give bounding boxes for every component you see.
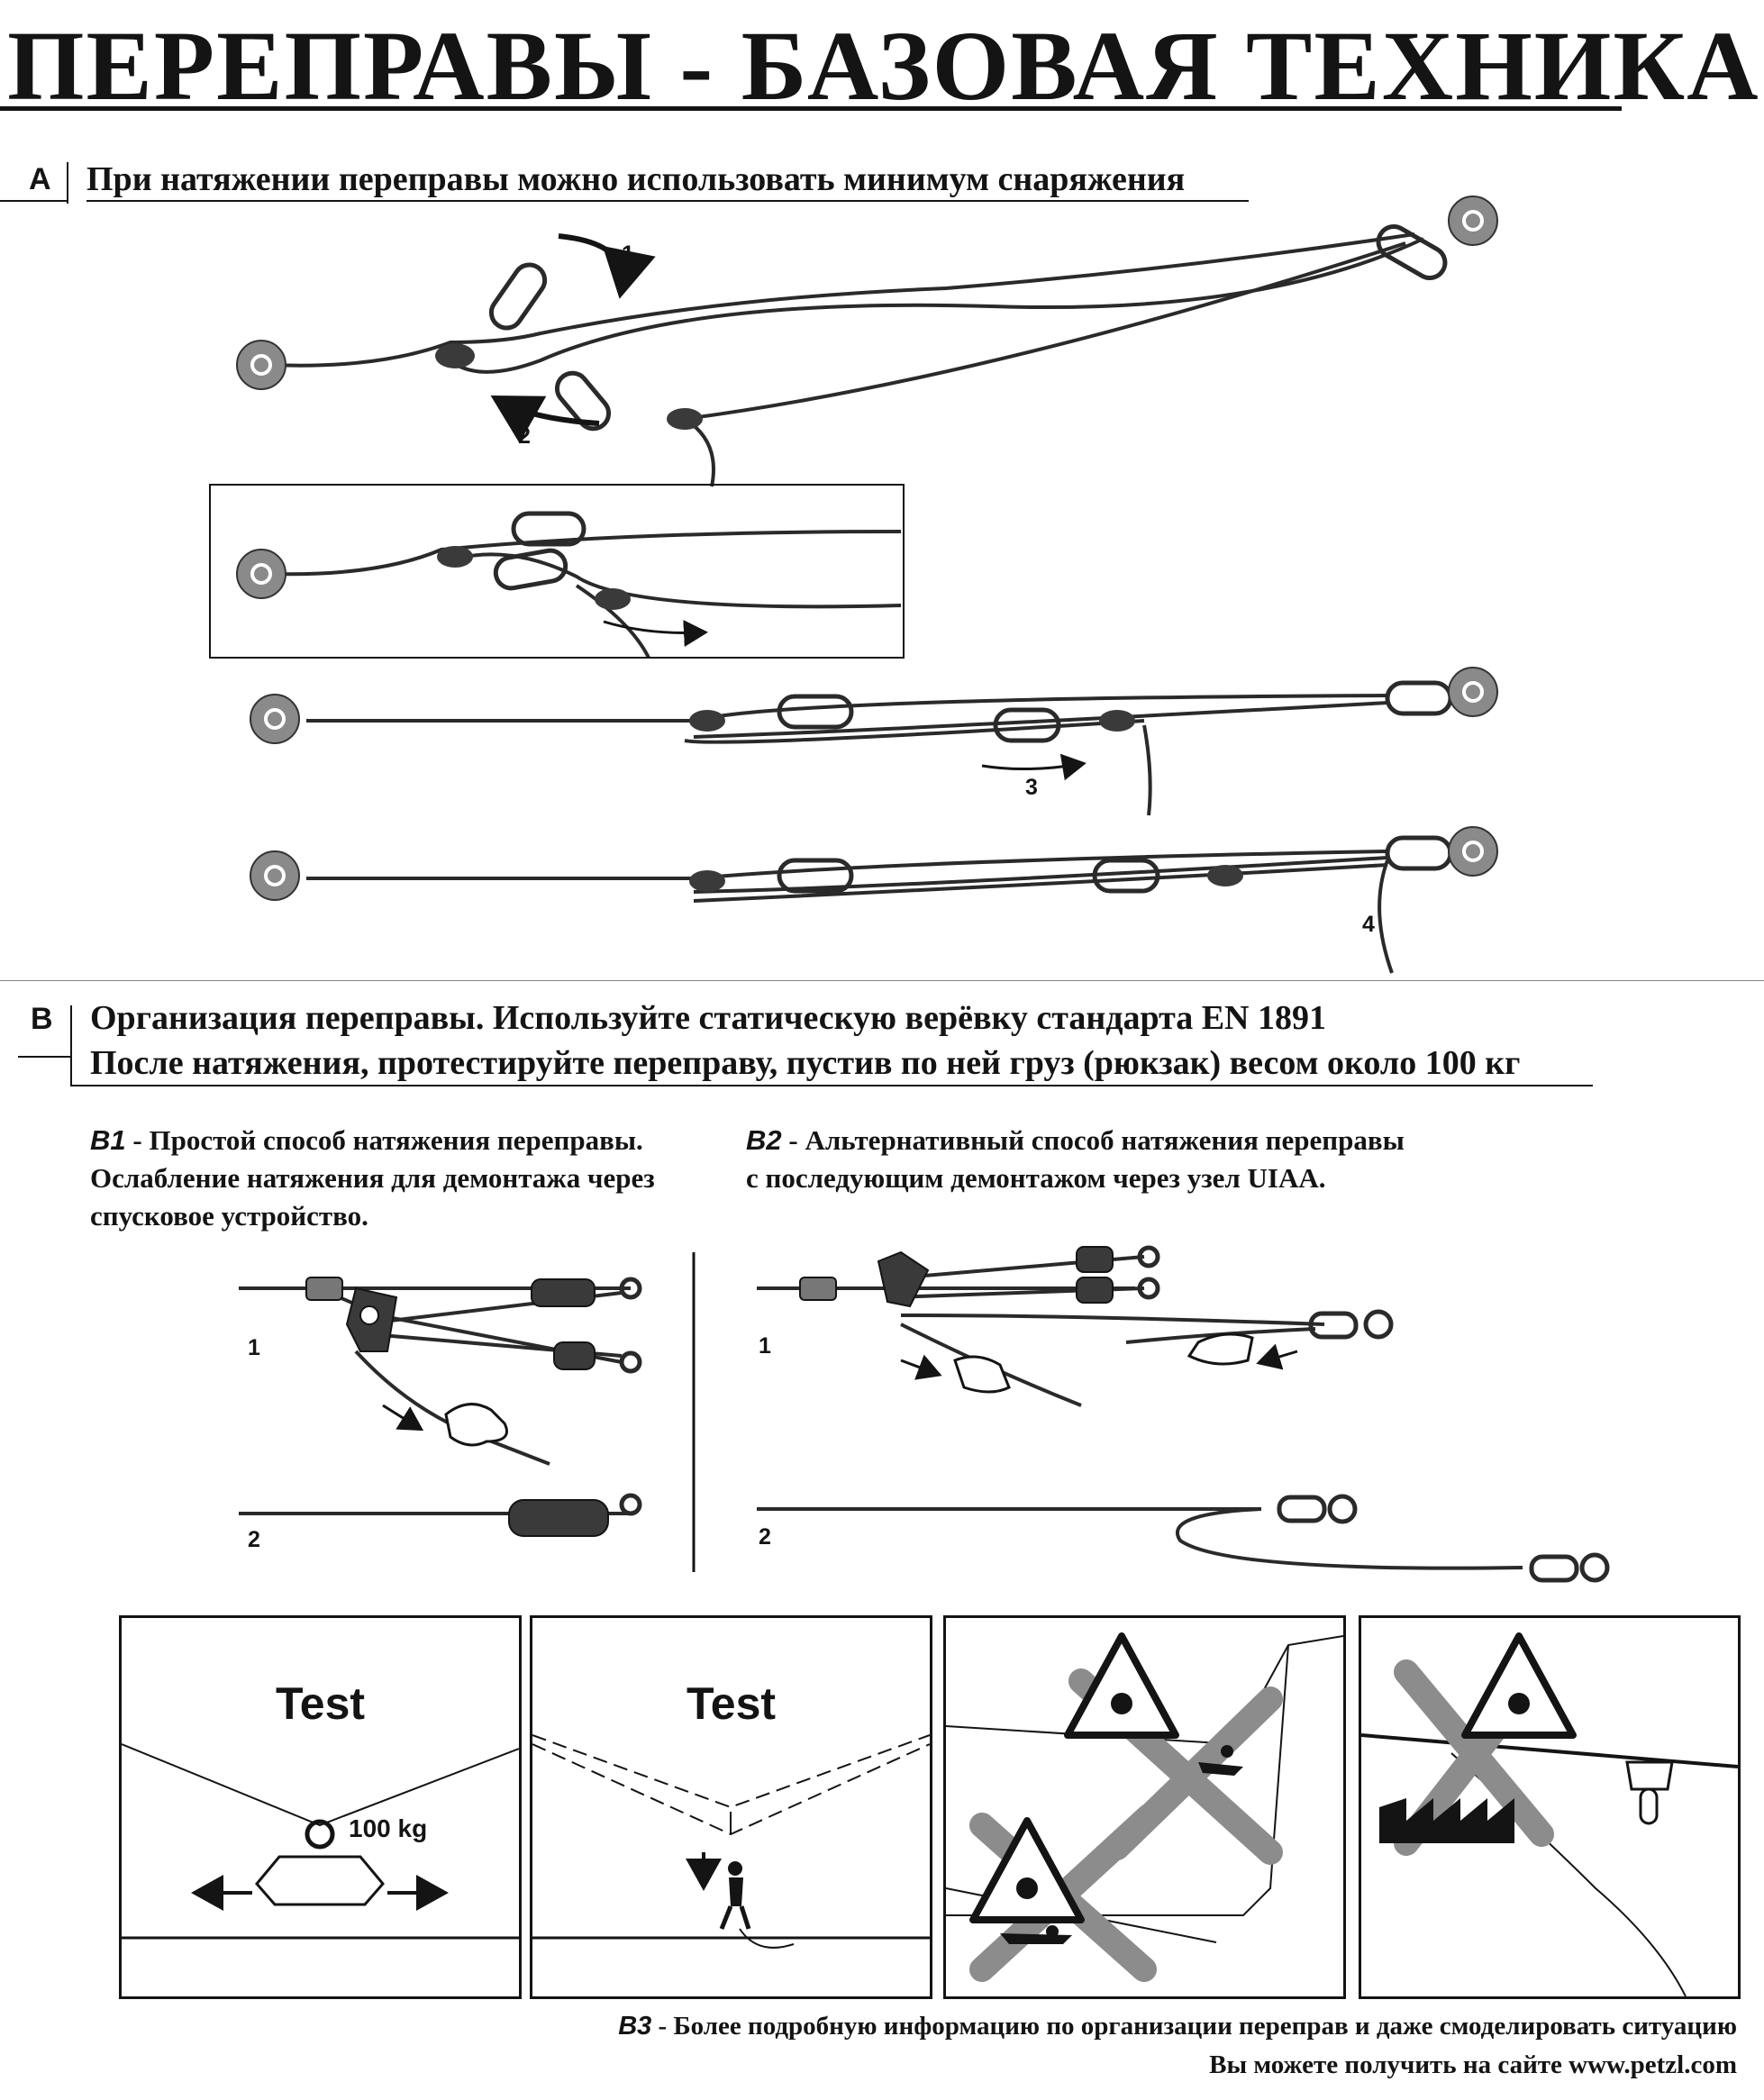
weight-icon <box>255 1855 385 1906</box>
danger-warning-icon <box>1461 1632 1577 1739</box>
pulley-icon <box>1625 1760 1674 1825</box>
test-panel-weight: Test 100 kg <box>119 1615 522 1999</box>
section-a-letter: A <box>29 162 51 196</box>
section-b-letter: B <box>31 1002 53 1036</box>
b3-label: B3 <box>618 2012 652 2041</box>
step-number: 4 <box>1362 912 1375 937</box>
b2-line2: с последующим демонтажом через узел UIAA… <box>746 1162 1326 1194</box>
footer-line-1: B3 - Более подробную информацию по орган… <box>618 2012 1737 2041</box>
b2-label: B2 <box>746 1124 782 1156</box>
step-number: 2 <box>248 1527 260 1552</box>
rope-lower <box>684 241 1406 421</box>
inset-frame <box>209 484 905 659</box>
anchor-icon <box>236 195 1498 901</box>
pulley-icon <box>345 1246 1114 1370</box>
climber-icon <box>719 1861 751 1930</box>
step-number: 1 <box>248 1335 260 1360</box>
b1-line1: - Простой способ натяжения переправы. <box>125 1124 643 1156</box>
footer-text-1: - Более подробную информацию по организа… <box>651 2012 1737 2041</box>
section-b-divider <box>70 1005 72 1086</box>
danger-panel-edge <box>1359 1615 1741 1999</box>
step-number: 1 <box>622 241 634 267</box>
descender-icon <box>305 1277 837 1537</box>
arrow-icon <box>490 233 656 443</box>
section-a-underline-left <box>0 200 68 202</box>
divider <box>0 980 1764 981</box>
section-b-underline <box>70 1085 1593 1086</box>
footer-line-2: Вы можете получить на сайте www.petzl.co… <box>1209 2050 1737 2079</box>
test-label: Test <box>686 1678 777 1729</box>
test-label: Test <box>275 1678 366 1729</box>
test-panel-climber: Test <box>530 1615 932 1999</box>
climber-icon <box>1000 1745 1243 1944</box>
section-b-heading-2: После натяжения, протестируйте переправу… <box>90 1044 1521 1082</box>
b1-label: B1 <box>90 1124 126 1156</box>
danger-warning-icon <box>969 1632 1179 1923</box>
b2-line1: - Альтернативный способ натяжения перепр… <box>781 1124 1405 1156</box>
danger-panel-fall <box>943 1615 1346 1999</box>
b1-line2: Ослабление натяжения для демонтажа через <box>90 1162 655 1194</box>
step-number: 3 <box>1025 775 1038 800</box>
b1-line3: спусковое устройство. <box>90 1200 368 1232</box>
section-b-underline-left <box>18 1056 72 1058</box>
section-a-underline <box>86 200 1249 202</box>
section-a-heading: При натяжении переправы можно использова… <box>86 160 1186 198</box>
b2-description: B2 - Альтернативный способ натяжения пер… <box>746 1122 1405 1197</box>
step-number: 1 <box>759 1333 771 1359</box>
weight-label: 100 kg <box>349 1814 428 1842</box>
section-b-heading-1: Организация переправы. Используйте стати… <box>90 999 1326 1037</box>
b1-description: B1 - Простой способ натяжения переправы.… <box>90 1122 655 1235</box>
hand-icon <box>444 1332 1254 1447</box>
rope-main <box>269 232 1415 368</box>
title-rule <box>0 106 1622 111</box>
step-number: 2 <box>518 423 531 449</box>
step-number: 2 <box>759 1524 771 1550</box>
page-title: ПЕРЕПРАВЫ - БАЗОВАЯ ТЕХНИКА <box>7 11 1760 121</box>
section-a-divider <box>67 162 68 204</box>
